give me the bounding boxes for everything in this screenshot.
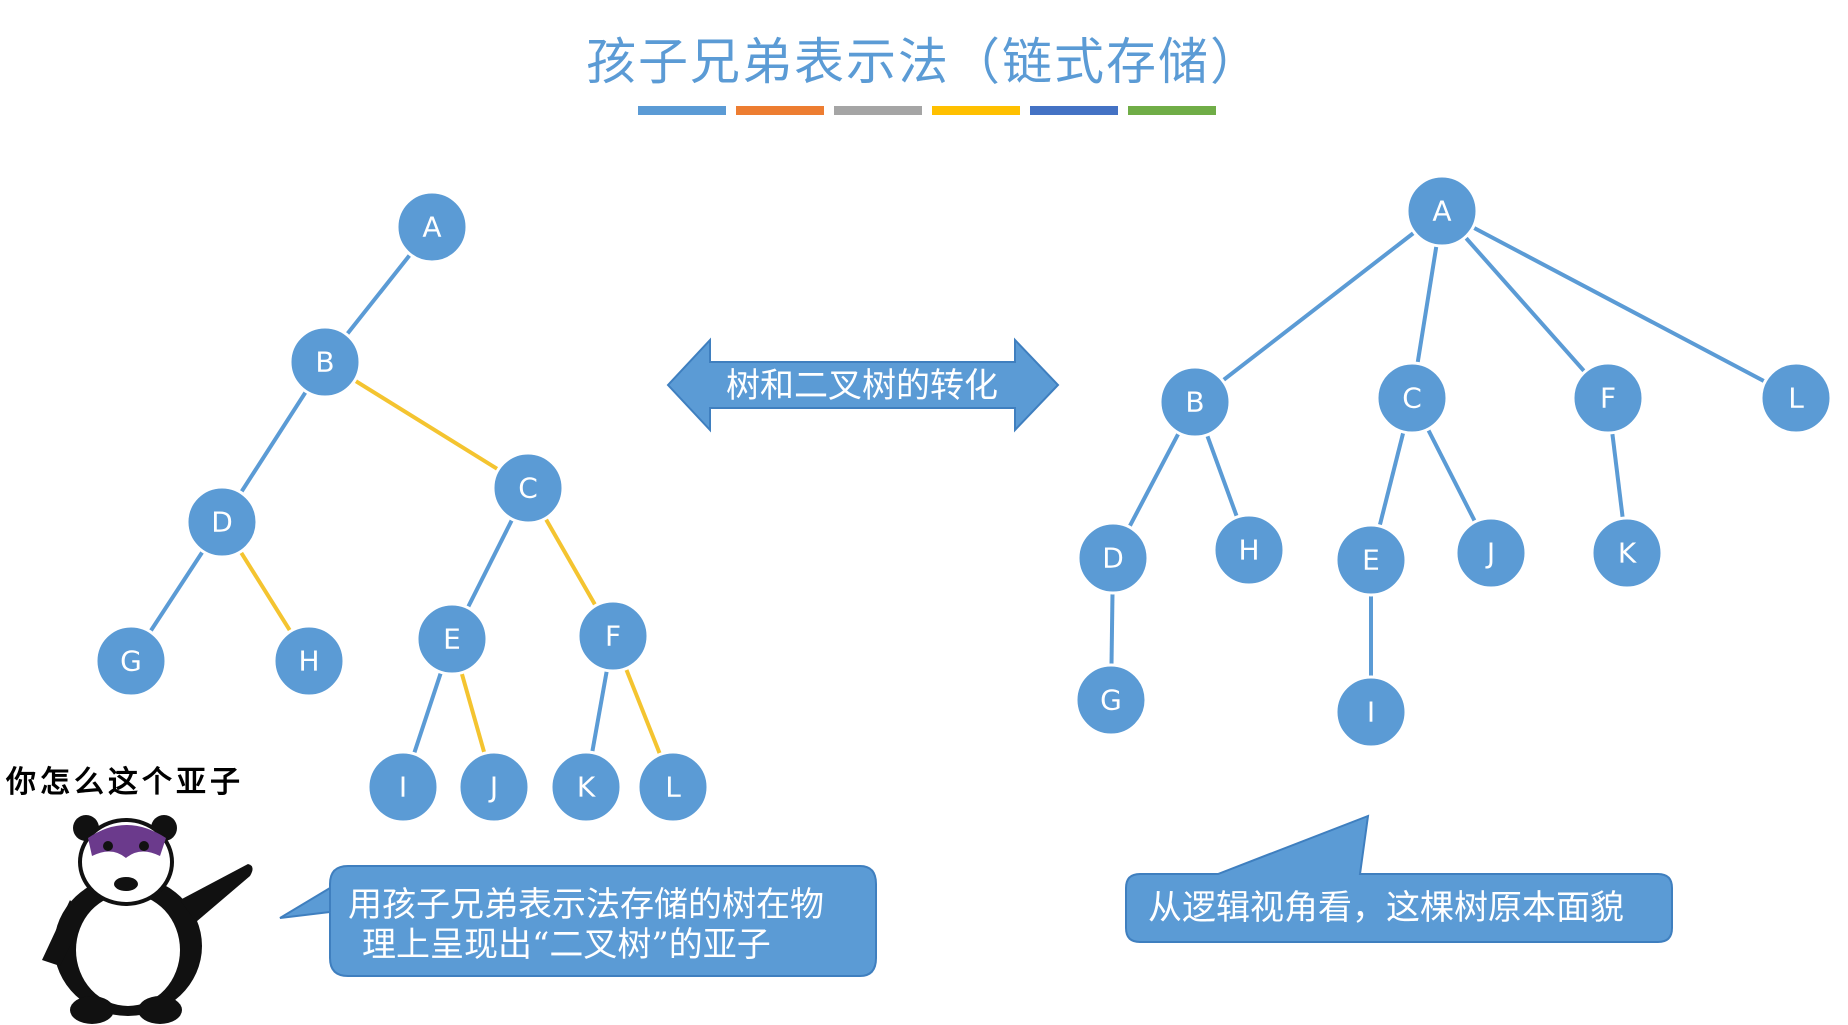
node-circle [457, 750, 531, 824]
right-edge-a-b [1193, 209, 1444, 404]
left-node-c: C [491, 451, 565, 525]
right-node-l: L [1759, 361, 1833, 435]
node-circle [1590, 516, 1664, 590]
node-circle [636, 750, 710, 824]
right-node-f: F [1571, 361, 1645, 435]
right-node-k: K [1590, 516, 1664, 590]
title-stripe-3 [932, 106, 1020, 115]
node-label: G [120, 645, 142, 678]
node-circle [415, 602, 489, 676]
left-node-e: E [415, 602, 489, 676]
node-label: I [399, 771, 407, 804]
left-node-g: G [94, 624, 168, 698]
node-label: F [1600, 382, 1616, 415]
title-stripe-4 [1030, 106, 1118, 115]
right-node-h: H [1212, 513, 1286, 587]
right-node-j: J [1454, 516, 1528, 590]
node-label: A [422, 211, 441, 244]
node-label: B [1185, 386, 1204, 419]
right-tree-original: A B C F L D H E J K G I [1074, 174, 1833, 749]
right-node-g: G [1074, 663, 1148, 737]
title-stripe-1 [736, 106, 824, 115]
panda-meme-icon [42, 815, 253, 1024]
left-node-h: H [272, 624, 346, 698]
title-stripe-0 [638, 106, 726, 115]
node-label: C [1402, 382, 1422, 415]
left-node-k: K [549, 750, 623, 824]
node-circle [1334, 523, 1408, 597]
left-node-a: A [395, 190, 469, 264]
node-label: K [577, 771, 596, 804]
node-label: L [1788, 382, 1804, 415]
node-circle [549, 750, 623, 824]
node-label: H [298, 645, 319, 678]
meme-caption: 你怎么这个亚子 [6, 765, 244, 800]
node-circle [1759, 361, 1833, 435]
node-label: J [1485, 537, 1495, 570]
node-circle [1074, 663, 1148, 737]
node-circle [366, 750, 440, 824]
left-callout-line-1: 用孩子兄弟表示法存储的树在物 [348, 885, 824, 925]
left-tree-binary: A B C D E F G H I J K L [94, 190, 710, 824]
right-callout-text: 从逻辑视角看，这棵树原本面貌 [1148, 888, 1624, 928]
node-circle [1454, 516, 1528, 590]
left-node-f: F [576, 599, 650, 673]
node-label: E [1362, 544, 1380, 577]
node-label: E [443, 623, 461, 656]
left-node-d: D [185, 485, 259, 559]
right-node-e: E [1334, 523, 1408, 597]
node-label: L [665, 771, 681, 804]
node-label: H [1238, 534, 1259, 567]
node-circle [491, 451, 565, 525]
double-arrow-icon [666, 337, 1060, 433]
right-node-d: D [1076, 521, 1150, 595]
right-node-c: C [1375, 361, 1449, 435]
title-stripe-5 [1128, 106, 1216, 115]
node-label: A [1432, 195, 1451, 228]
right-edge-a-l [1441, 209, 1797, 400]
left-node-b: B [288, 325, 362, 399]
right-callout: 从逻辑视角看，这棵树原本面貌 [1125, 814, 1673, 943]
node-label: K [1618, 537, 1637, 570]
title-stripe-2 [834, 106, 922, 115]
node-label: I [1367, 696, 1375, 729]
node-circle [94, 624, 168, 698]
right-node-i: I [1334, 675, 1408, 749]
node-circle [1212, 513, 1286, 587]
node-label: G [1100, 684, 1122, 717]
node-circle [576, 599, 650, 673]
right-edge-a-f [1440, 209, 1610, 400]
node-circle [1334, 675, 1408, 749]
node-label: D [211, 506, 233, 539]
right-node-a: A [1405, 174, 1479, 248]
conversion-label: 树和二叉树的转化 [726, 366, 998, 406]
node-circle [1405, 174, 1479, 248]
node-circle [1375, 361, 1449, 435]
node-circle [1158, 365, 1232, 439]
node-label: D [1102, 542, 1124, 575]
right-node-b: B [1158, 365, 1232, 439]
left-callout-line-2: 理上呈现出“二叉树”的亚子 [362, 925, 771, 965]
node-circle [272, 624, 346, 698]
left-node-j: J [457, 750, 531, 824]
node-circle [1571, 361, 1645, 435]
conversion-double-arrow: 树和二叉树的转化 [666, 337, 1060, 433]
title-color-stripes [638, 106, 1216, 115]
node-label: B [315, 346, 334, 379]
node-label: C [518, 472, 538, 505]
node-circle [288, 325, 362, 399]
left-node-l: L [636, 750, 710, 824]
speech-bubble-left [279, 865, 877, 977]
left-sibling-edge-b-c [323, 360, 530, 490]
node-circle [1076, 521, 1150, 595]
speech-bubble-right [1125, 814, 1673, 943]
node-label: J [488, 771, 498, 804]
left-node-i: I [366, 750, 440, 824]
page-title: 孩子兄弟表示法（链式存储） [586, 33, 1262, 91]
node-circle [185, 485, 259, 559]
node-label: F [605, 620, 621, 653]
left-callout: 用孩子兄弟表示法存储的树在物 理上呈现出“二叉树”的亚子 [279, 865, 877, 977]
node-circle [395, 190, 469, 264]
